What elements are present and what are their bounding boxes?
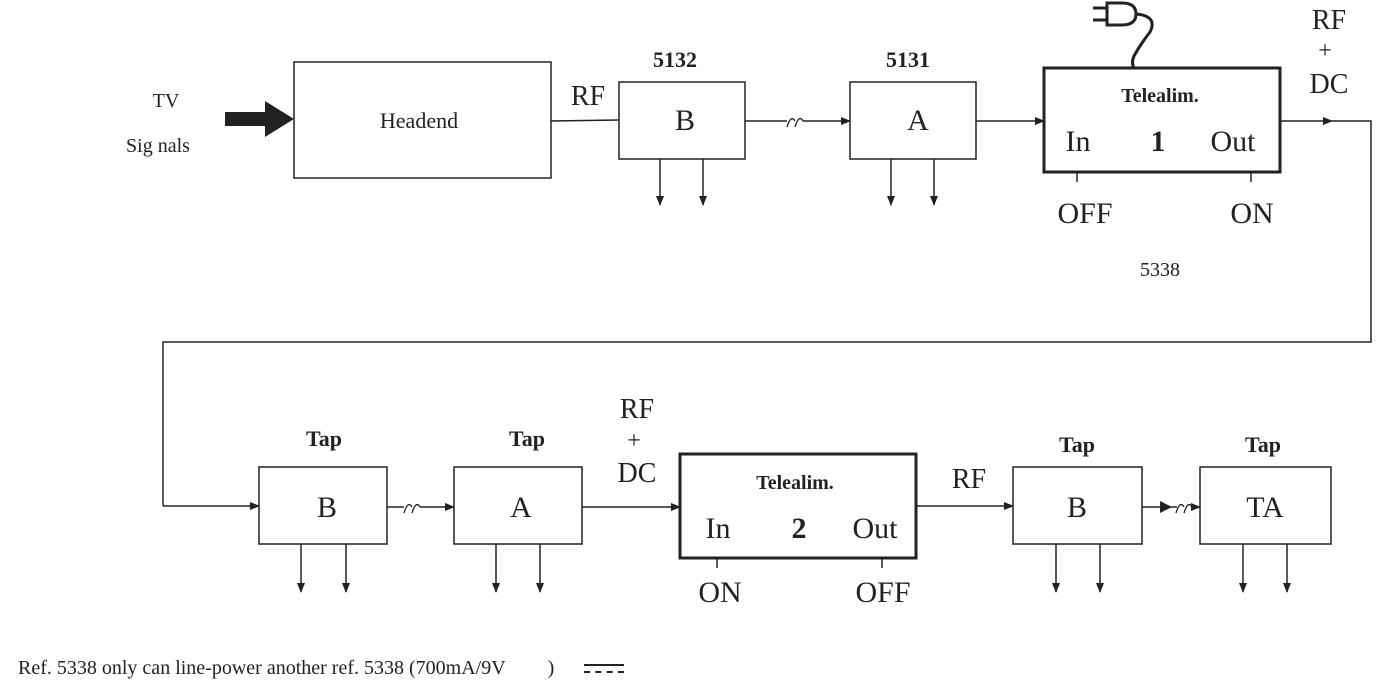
row2-rf-dc-dc: DC <box>618 458 657 489</box>
tap-a-ref: Tap <box>509 426 545 451</box>
tap-b2-ref: Tap <box>1059 432 1095 457</box>
row2-rf-dc-rf: RF <box>620 394 654 425</box>
telealim-2-box <box>678 452 918 560</box>
tap-b-box <box>258 466 388 545</box>
telealim-2-title: Telealim. <box>756 472 834 494</box>
box-a-output-arrows <box>887 159 938 206</box>
row1-rf-dc-plus: + <box>1318 38 1332 64</box>
rf-label-headend: RF <box>571 81 605 112</box>
cable-break-icon <box>403 499 421 515</box>
telealim-1-ref: 5338 <box>1140 259 1180 281</box>
tap-a-box <box>453 466 583 545</box>
telealim-2-number: 2 <box>792 512 807 545</box>
telealim-1-box <box>1042 66 1282 174</box>
cable-break-icon <box>786 113 804 129</box>
box-a-label: A <box>907 104 929 137</box>
telealim-2-right-switch: OFF <box>855 576 910 609</box>
input-arrow-icon <box>225 101 294 137</box>
tap-ta-output-arrows <box>1239 544 1291 593</box>
telealim-1-in: In <box>1066 125 1091 158</box>
box-b-output-arrows <box>656 159 707 206</box>
box-b-ref: 5132 <box>653 47 697 72</box>
telealim-1-right-switch: ON <box>1230 197 1273 230</box>
tap-b2-box <box>1012 466 1143 545</box>
tap-a-output-arrows <box>492 544 544 593</box>
row1-rf-dc-dc: DC <box>1310 69 1349 100</box>
power-plug-icon <box>1093 1 1154 69</box>
box-b-5132 <box>618 81 746 160</box>
tap-b-label: B <box>317 491 337 524</box>
wire-return-path <box>162 120 1372 506</box>
tap-b2-output-arrows <box>1052 544 1104 593</box>
headend-label: Headend <box>380 108 458 133</box>
headend-box <box>293 61 552 179</box>
footnote: Ref. 5338 only can line-power another re… <box>18 657 625 680</box>
tap-b-output-arrows <box>297 544 350 593</box>
tv-signals-label-line2: Sig nals <box>126 135 190 157</box>
box-a-5131 <box>849 81 977 160</box>
telealim-1-out: Out <box>1211 125 1257 158</box>
telealim-2-left-switch: ON <box>698 576 741 609</box>
cable-break-icon <box>1160 499 1193 515</box>
dc-symbol-icon <box>584 662 625 676</box>
tv-signals-label-line1: TV <box>153 90 180 112</box>
telealim-1-left-switch: OFF <box>1057 197 1112 230</box>
box-a-ref: 5131 <box>886 47 930 72</box>
row1-rf-dc-rf: RF <box>1312 5 1346 36</box>
telealim-2-in: In <box>706 512 731 545</box>
tap-b-ref: Tap <box>306 426 342 451</box>
tap-b2-label: B <box>1067 491 1087 524</box>
telealim-1-title: Telealim. <box>1121 85 1199 107</box>
row2-rf-dc-plus: + <box>627 428 641 454</box>
footnote-text: Ref. 5338 only can line-power another re… <box>18 657 506 679</box>
tap-ta-label: TA <box>1246 491 1284 524</box>
tap-a-label: A <box>510 491 532 524</box>
tap-ta-ref: Tap <box>1245 432 1281 457</box>
box-b-label: B <box>675 104 695 137</box>
telealim-2-out: Out <box>853 512 899 545</box>
wire-headend-to-b <box>550 119 620 122</box>
tap-ta-box <box>1199 466 1332 545</box>
telealim-1-number: 1 <box>1151 125 1166 158</box>
row2-rf-label: RF <box>952 464 986 495</box>
footnote-close: ) <box>547 657 555 679</box>
